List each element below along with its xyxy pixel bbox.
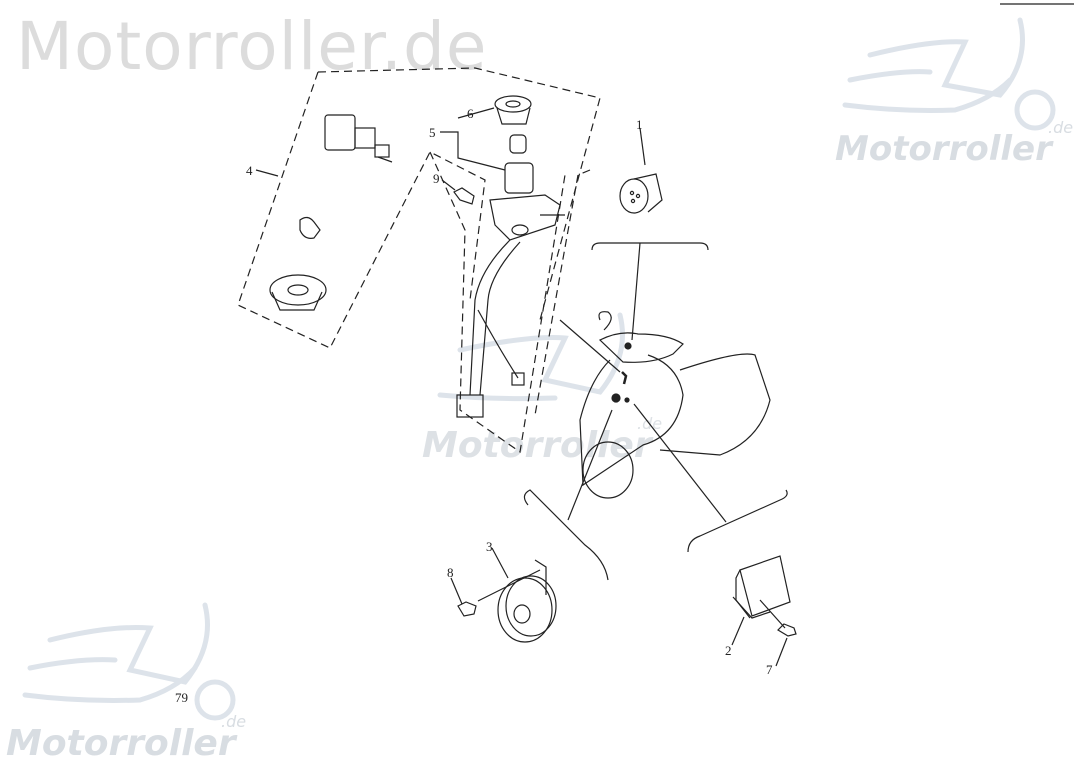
watermark-logo-bottom-left: Motorroller.de: [6, 712, 247, 764]
watermark-text: Motorroller.de: [16, 8, 488, 85]
callout-2: 2: [725, 643, 732, 658]
watermark-logo-top-right: Motorroller.de: [835, 118, 1074, 169]
seat-lock-part: [324, 114, 393, 163]
page-number: 79: [175, 690, 188, 705]
callout-3: 3: [486, 539, 493, 554]
callout-6: 6: [467, 106, 474, 121]
callout-1: 1: [636, 117, 643, 132]
callout-9: 9: [433, 171, 440, 186]
callout-4: 4: [246, 163, 253, 178]
callout-5: 5: [429, 125, 436, 140]
callout-7: 7: [766, 662, 773, 677]
watermark-logo-center: Motorroller.de: [422, 414, 663, 466]
callout-8: 8: [447, 565, 454, 580]
